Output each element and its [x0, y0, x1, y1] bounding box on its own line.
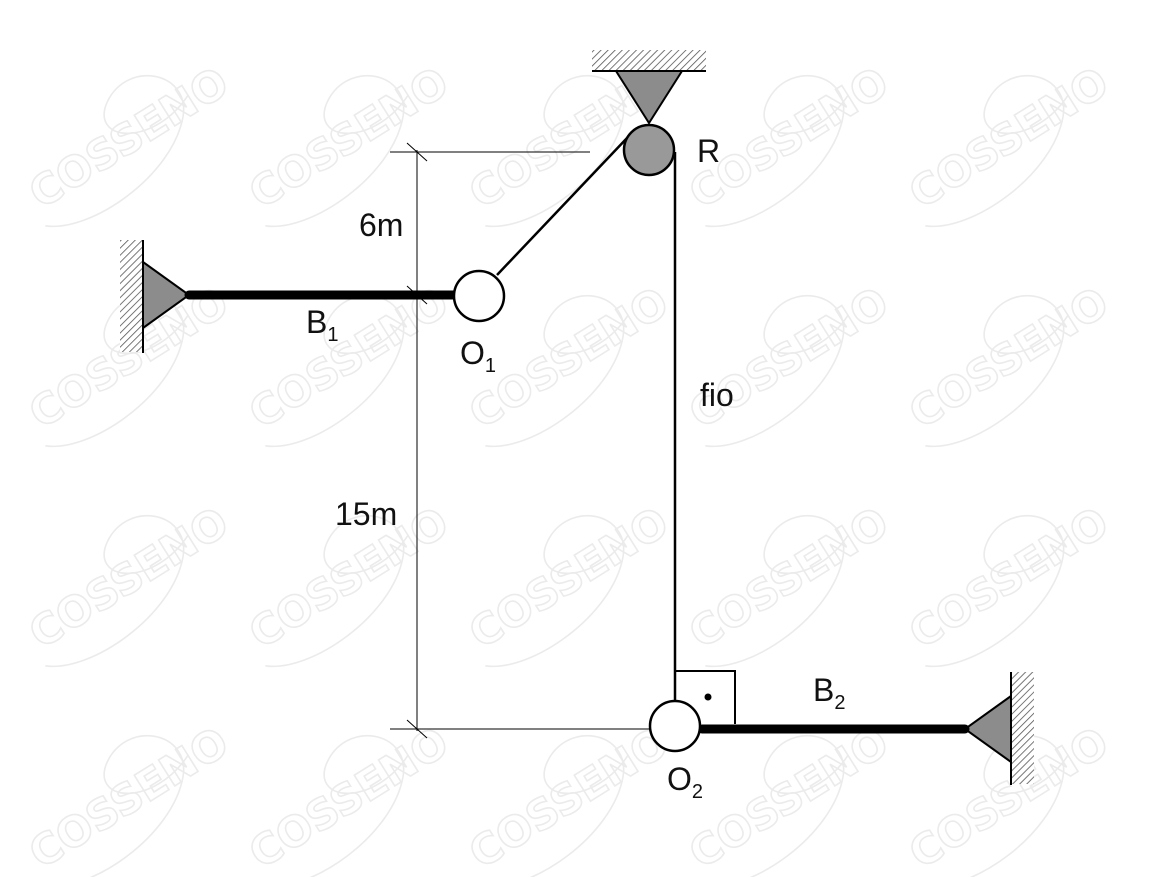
left-support-triangle — [142, 260, 191, 330]
dim-tick-top — [406, 142, 428, 162]
label-node-o1: O1 — [460, 335, 496, 377]
left-wall-hatch — [120, 240, 142, 352]
ceiling-support — [592, 50, 706, 125]
watermark-text: COSSENO — [460, 717, 677, 877]
watermark-swirl — [265, 514, 409, 668]
watermark-text: COSSENO — [240, 717, 457, 877]
label-bar-b1-main: B — [306, 304, 327, 340]
label-bar-b1-sub: 1 — [327, 324, 338, 346]
label-bar-b2-sub: 2 — [834, 692, 845, 714]
label-bar-b2-main: B — [813, 672, 834, 708]
node-o2 — [648, 699, 702, 753]
right-wall-hatch — [1012, 672, 1034, 784]
left-wall-support — [120, 240, 191, 353]
watermark-swirl — [485, 74, 629, 228]
watermark-mark: COSSENO — [240, 717, 458, 877]
watermark-mark: COSSENO — [240, 57, 458, 228]
label-bar-b2: B2 — [813, 672, 845, 714]
right-angle-square — [676, 670, 736, 724]
rope-o1-to-pulley — [496, 136, 629, 276]
watermark-swirl — [485, 514, 629, 668]
watermark-swirl — [45, 74, 189, 228]
label-bar-b1: B1 — [306, 304, 338, 346]
watermark-swirl — [705, 514, 849, 668]
watermark-mark: COSSENO — [20, 717, 238, 877]
ceiling-support-triangle — [614, 70, 684, 125]
watermark-text: COSSENO — [680, 717, 897, 877]
dim-tick-bottom — [406, 719, 428, 739]
watermark-swirl — [705, 74, 849, 228]
watermark-swirl — [45, 514, 189, 668]
label-node-o1-sub: 1 — [485, 355, 496, 377]
watermark-mark: COSSENO — [20, 57, 238, 228]
label-rope-fio: fio — [700, 377, 734, 413]
node-o1 — [452, 269, 506, 323]
watermark-swirl — [925, 294, 1069, 448]
watermark-mark: COSSENO — [20, 497, 238, 668]
right-angle-dot — [704, 693, 712, 701]
watermark-mark: COSSENO — [680, 277, 898, 448]
watermark-swirl — [485, 734, 629, 877]
right-support-triangle — [963, 694, 1012, 764]
watermark-mark: COSSENO — [900, 497, 1118, 668]
ceiling-hatch — [592, 50, 706, 70]
watermark-mark: COSSENO — [240, 277, 458, 448]
dimension-lines — [390, 142, 650, 739]
watermark-swirl — [265, 734, 409, 877]
label-dim-15m: 15m — [335, 496, 397, 532]
label-node-o2-sub: 2 — [692, 781, 703, 803]
label-node-o2: O2 — [667, 761, 703, 803]
watermark-swirl — [925, 514, 1069, 668]
watermark-swirl — [925, 74, 1069, 228]
watermark-swirl — [265, 74, 409, 228]
watermark-swirl — [705, 294, 849, 448]
label-node-o1-main: O — [460, 335, 485, 371]
label-dim-6m: 6m — [359, 207, 403, 243]
watermark-mark: COSSENO — [900, 277, 1118, 448]
watermark-text: COSSENO — [20, 717, 237, 877]
watermark-mark: COSSENO — [680, 497, 898, 668]
watermark-swirl — [485, 294, 629, 448]
watermark-swirl — [45, 734, 189, 877]
label-pulley-r: R — [697, 133, 720, 169]
label-node-o2-main: O — [667, 761, 692, 797]
watermark-swirl — [925, 734, 1069, 877]
watermark-mark: COSSENO — [460, 497, 678, 668]
watermark-swirl — [705, 734, 849, 877]
pulley-r — [622, 123, 676, 177]
right-wall-support — [963, 672, 1034, 785]
right-angle-marker — [676, 670, 736, 724]
watermark-mark: COSSENO — [900, 57, 1118, 228]
